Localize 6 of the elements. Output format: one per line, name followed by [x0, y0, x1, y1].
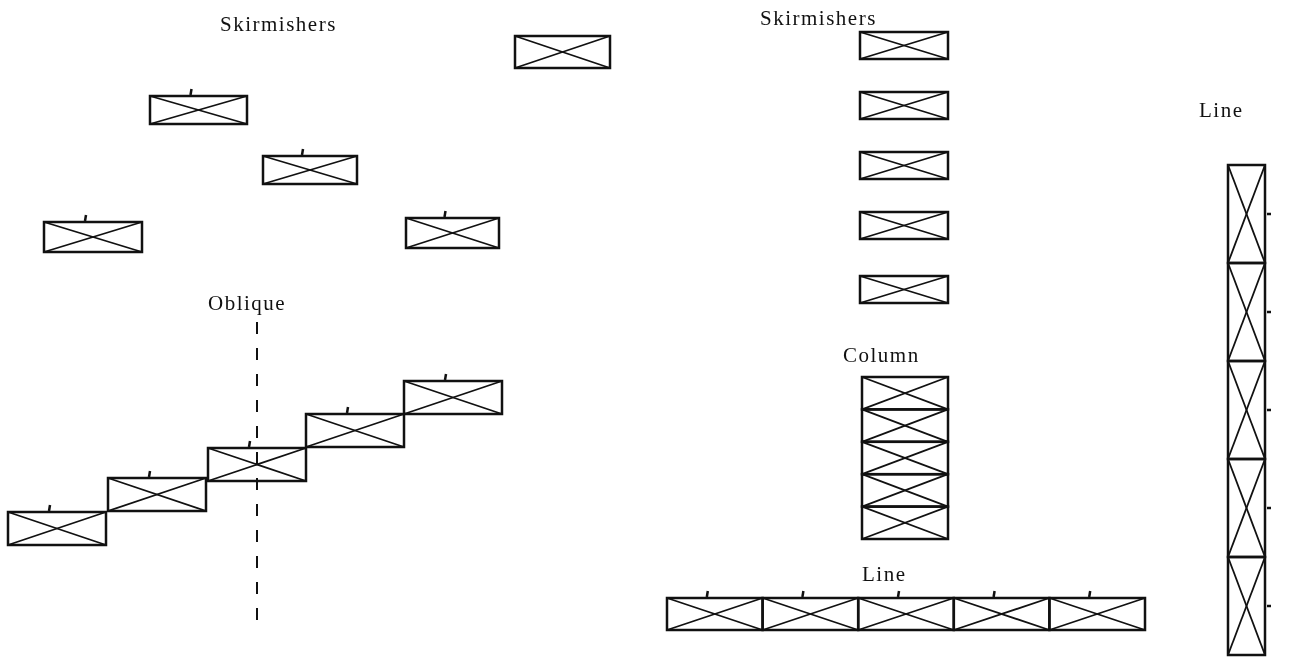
formation-label: Skirmishers: [760, 8, 877, 29]
formation-label: Skirmishers: [220, 14, 337, 35]
formation-label: Column: [843, 345, 920, 366]
formation-label: Line: [862, 564, 907, 585]
formation-label: Line: [1199, 100, 1244, 121]
formation-label: Oblique: [208, 293, 287, 314]
